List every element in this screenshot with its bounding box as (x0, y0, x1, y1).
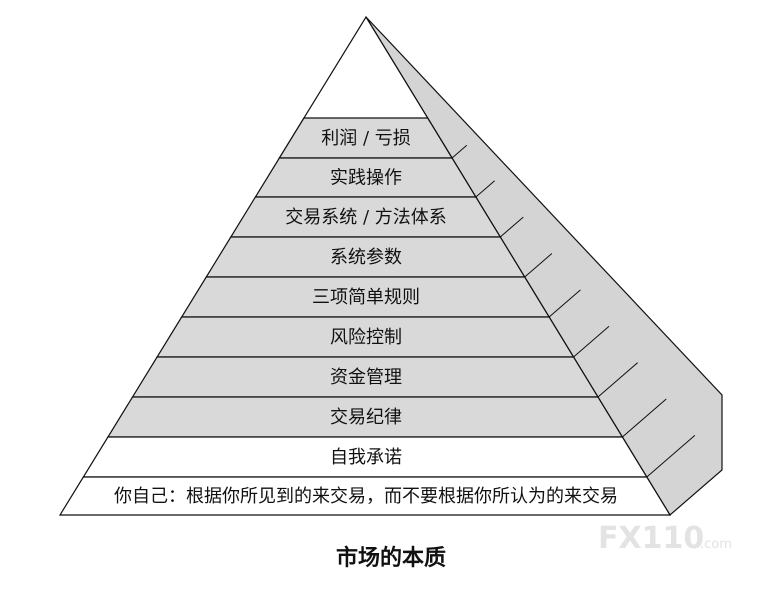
side-divider-line (622, 398, 667, 438)
side-divider-line (573, 325, 610, 358)
watermark-brand: FX110 (598, 521, 704, 556)
layer-label: 风险控制 (330, 327, 402, 348)
layer-label: 资金管理 (330, 367, 402, 388)
watermark-logo: FX110 .com (598, 521, 732, 556)
layer-label: 交易系统 / 方法体系 (285, 207, 447, 228)
side-divider-line (646, 435, 696, 478)
side-divider-line (548, 289, 581, 318)
layer-label: 自我承诺 (330, 447, 402, 468)
layer-label: 你自己：根据你所见到的来交易，而不要根据你所认为的来交易 (114, 486, 618, 507)
layer-label: 利润 / 亏损 (321, 128, 411, 149)
layer-label: 三项简单规则 (312, 287, 420, 308)
layer-label: 实践操作 (330, 168, 402, 189)
side-divider-line (597, 362, 638, 398)
pyramid-front-face (58, 15, 672, 516)
pyramid-layer (58, 476, 672, 516)
side-divider-line (499, 216, 524, 238)
layer-label: 交易纪律 (330, 407, 402, 428)
watermark-domain: .com (700, 537, 732, 552)
side-divider-line (524, 253, 553, 278)
diagram-caption: 市场的本质 (336, 545, 446, 571)
side-divider-line (475, 180, 496, 198)
side-divider-line (451, 144, 468, 159)
layer-label: 系统参数 (330, 247, 402, 268)
